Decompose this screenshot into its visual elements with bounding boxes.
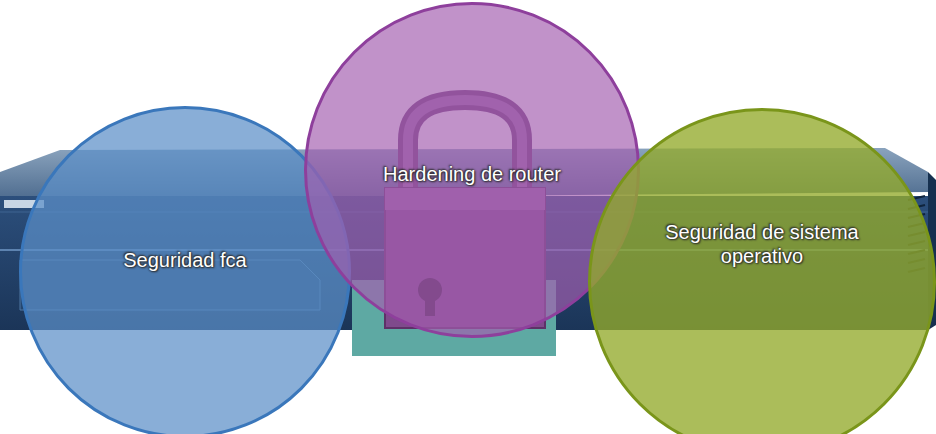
circle-shape [21,108,350,434]
circle-label: Seguridad de sistema operativo [637,220,887,268]
security-circle: Seguridad de sistema operativo [588,108,936,434]
circle-label: Seguridad fca [123,248,246,272]
circle-shape [590,110,935,434]
circle-outline [588,108,936,434]
circle-label: Hardening de router [383,162,561,186]
security-circle: Seguridad fca [19,106,351,434]
